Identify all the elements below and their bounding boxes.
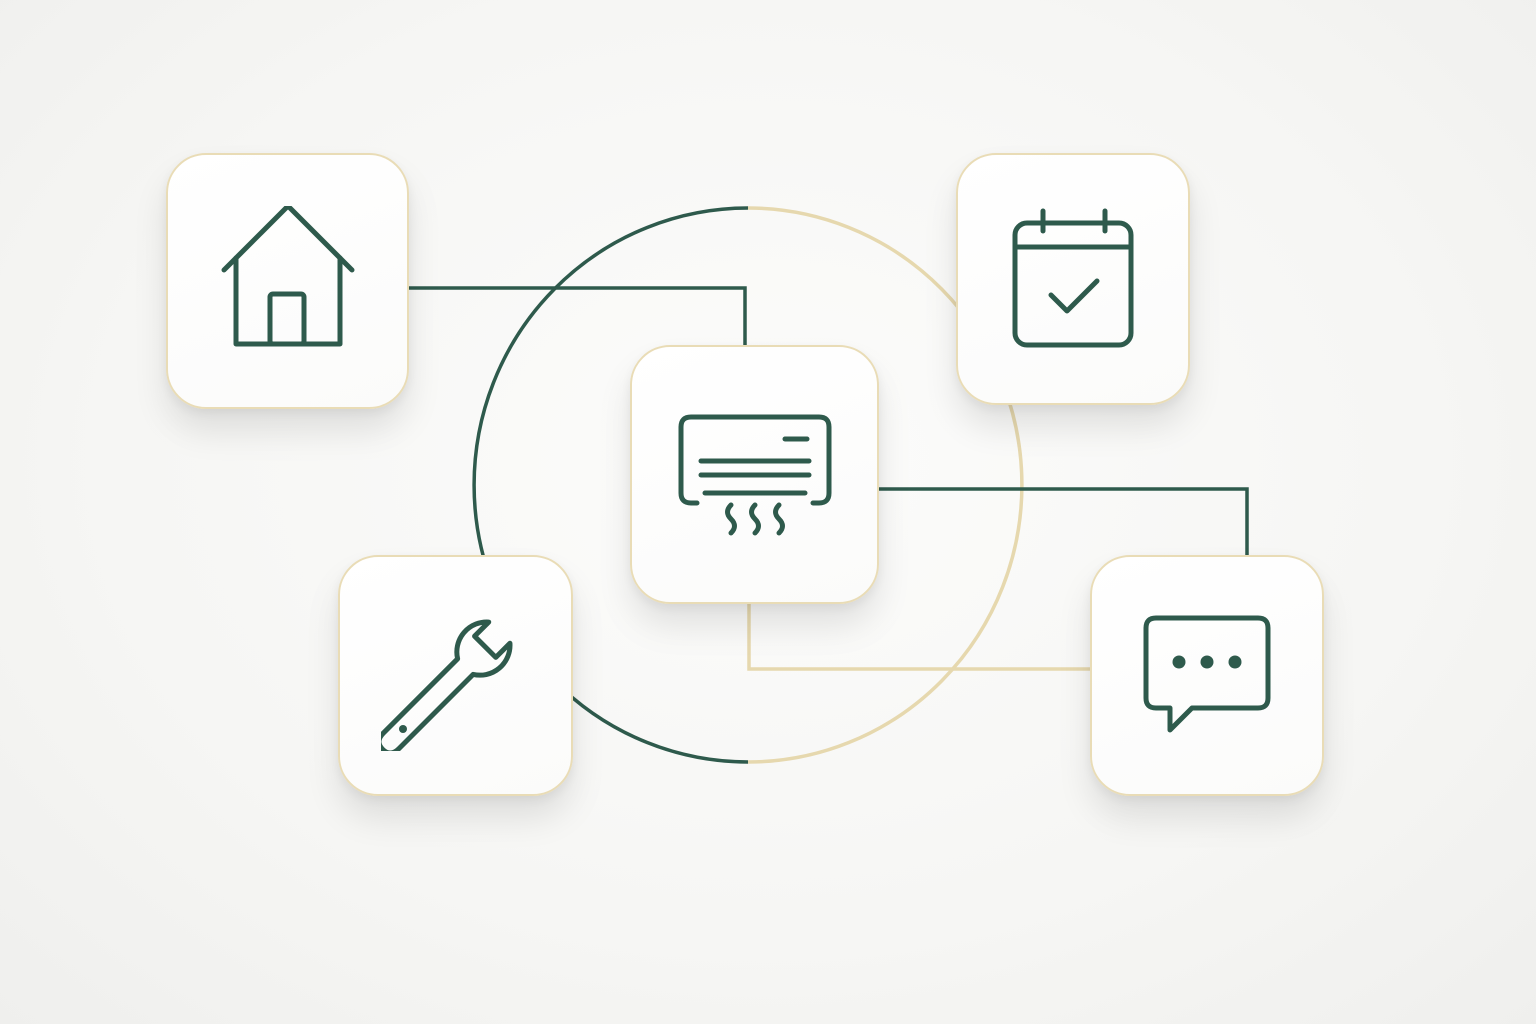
connector-home-ac (409, 286, 747, 345)
wrench-tile[interactable] (338, 555, 573, 796)
chat-tile[interactable] (1090, 555, 1324, 796)
home-tile[interactable] (166, 153, 409, 409)
connector-ac-chat-lower (747, 604, 1090, 671)
calendar-check-icon (1012, 208, 1134, 348)
connector-ac-chat (879, 487, 1249, 555)
ring-right-arc (747, 206, 1024, 764)
ring-left-arc (472, 206, 749, 764)
air-conditioner-icon (678, 414, 831, 535)
air-conditioner-tile[interactable] (630, 345, 879, 604)
chat-bubble-icon (1143, 615, 1271, 732)
house-icon (221, 206, 354, 347)
wrench-icon (380, 619, 512, 751)
calendar-tile[interactable] (956, 153, 1190, 405)
